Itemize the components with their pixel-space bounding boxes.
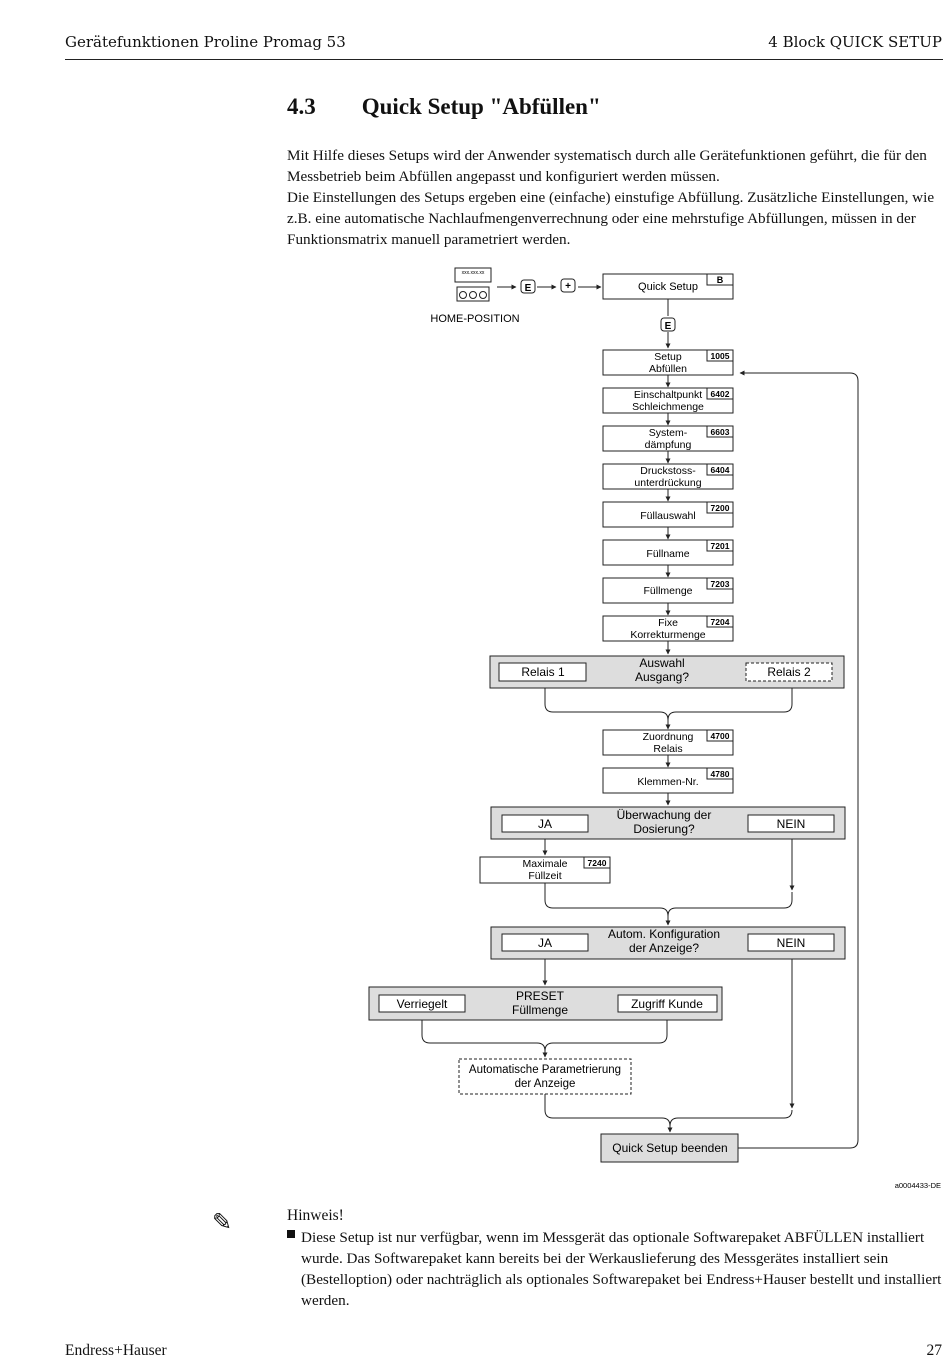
step-8-line1: Fixe	[658, 617, 678, 629]
auto-param-line2: der Anzeige	[515, 1078, 576, 1090]
intro-paragraph-2: Die Einstellungen des Setups ergeben ein…	[287, 189, 935, 248]
note-body: Diese Setup ist nur verfügbar, wenn im M…	[301, 1229, 942, 1309]
decision-preset-right: Zugriff Kunde	[631, 997, 703, 1011]
figure-id: a0004433-DE	[895, 1181, 941, 1190]
auto-param-line1: Automatische Parametrierung	[469, 1064, 621, 1076]
step-9-code: 4700	[711, 731, 730, 741]
step-4-code: 6404	[711, 465, 730, 475]
step-3-code: 6603	[711, 427, 730, 437]
step-5-line1: Füllauswahl	[640, 510, 695, 522]
step-9-line1: Zuordnung	[643, 731, 694, 743]
decision-monitor-line2: Dosierung?	[633, 822, 695, 836]
device-keys-icon	[456, 286, 490, 302]
e-key-icon-2	[660, 317, 676, 332]
end-label: Quick Setup beenden	[612, 1141, 727, 1155]
decision-monitor-line1: Überwachung der	[617, 808, 712, 822]
decision-preset-line2: Füllmenge	[512, 1003, 568, 1017]
e-key-label: E	[525, 283, 532, 294]
step-1-line1: Setup	[654, 351, 682, 363]
quick-setup-code: B	[717, 275, 724, 285]
pencil-note-icon: ✎	[212, 1208, 233, 1236]
decision-output-right: Relais 2	[767, 665, 811, 679]
step-9-line2: Relais	[653, 743, 682, 755]
step-10-code: 4780	[711, 769, 730, 779]
decision-display-left: JA	[538, 936, 552, 950]
bullet-icon	[287, 1230, 295, 1238]
step-3-line2: dämpfung	[645, 439, 692, 451]
section-title: 4.3 Quick Setup "Abfüllen"	[287, 94, 601, 119]
running-header-right: 4 Block QUICK SETUP	[768, 33, 942, 51]
footer-left: Endress+Hauser	[65, 1342, 167, 1359]
step-1-line2: Abfüllen	[649, 363, 687, 375]
step-2-code: 6402	[711, 389, 730, 399]
step-1-code: 1005	[711, 351, 730, 361]
max-time-code: 7240	[588, 858, 607, 868]
decision-output-left: Relais 1	[521, 665, 565, 679]
note-title: Hinweis!	[287, 1207, 344, 1224]
step-8-code: 7204	[711, 617, 730, 627]
e-key-icon	[520, 279, 536, 294]
device-display-icon	[454, 267, 492, 283]
intro-text: Mit Hilfe dieses Setups wird der Anwende…	[287, 145, 942, 250]
step-7-code: 7203	[711, 579, 730, 589]
quick-setup-label: Quick Setup	[638, 281, 698, 293]
step-4-line2: unterdrückung	[634, 477, 701, 489]
max-time-line1: Maximale	[523, 858, 568, 870]
step-10-line1: Klemmen-Nr.	[637, 776, 698, 788]
header-rule	[65, 59, 943, 60]
decision-monitor-right: NEIN	[777, 817, 806, 831]
step-6-line1: Füllname	[646, 548, 689, 560]
step-7-line1: Füllmenge	[643, 585, 692, 597]
e-key-label-2: E	[665, 321, 672, 332]
step-4-line1: Druckstoss-	[640, 465, 696, 477]
step-3-line1: System-	[649, 427, 688, 439]
step-2-line2: Schleichmenge	[632, 401, 704, 413]
step-2-line1: Einschaltpunkt	[634, 389, 702, 401]
decision-display-right: NEIN	[777, 936, 806, 950]
step-5-code: 7200	[711, 503, 730, 513]
plus-key-label: +	[565, 281, 571, 292]
decision-output-line2: Ausgang?	[635, 670, 689, 684]
step-8-line2: Korrekturmenge	[630, 629, 705, 641]
decision-preset-left: Verriegelt	[397, 997, 448, 1011]
decision-output-line1: Auswahl	[639, 656, 684, 670]
decision-display-line1: Autom. Konfiguration	[608, 927, 720, 941]
intro-paragraph-1: Mit Hilfe dieses Setups wird der Anwende…	[287, 147, 927, 185]
max-time-line2: Füllzeit	[528, 870, 561, 882]
home-position-label: HOME-POSITION	[430, 313, 519, 325]
plus-key-icon	[560, 278, 576, 293]
step-6-code: 7201	[711, 541, 730, 551]
decision-monitor-left: JA	[538, 817, 552, 831]
running-header-left: Gerätefunktionen Proline Promag 53	[65, 33, 346, 51]
device-display-text: xxx.xxx.xx	[462, 270, 485, 276]
page-number: 27	[926, 1342, 943, 1359]
decision-display-line2: der Anzeige?	[629, 941, 699, 955]
decision-preset-line1: PRESET	[516, 989, 565, 1003]
